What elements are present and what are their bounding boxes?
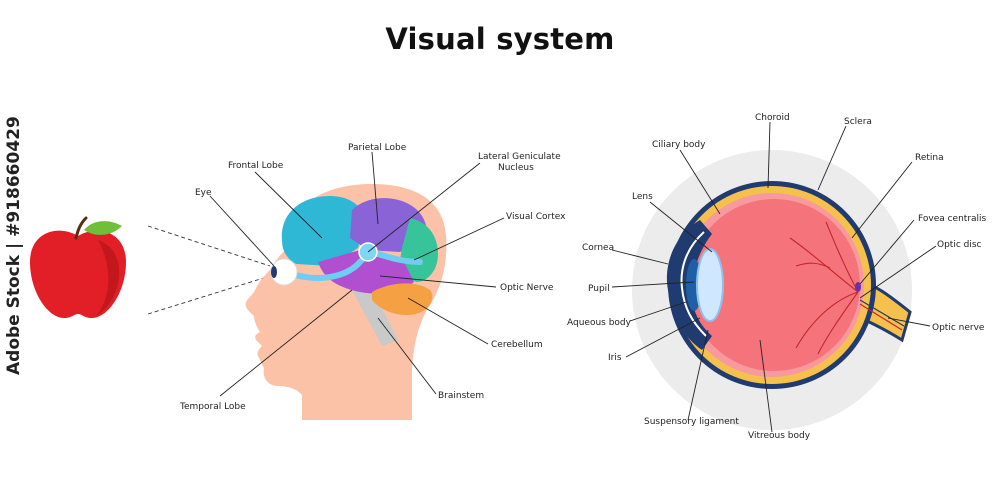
label-ciliary-body: Ciliary body — [652, 140, 706, 150]
label-lgn-line2: Nucleus — [498, 163, 534, 173]
temporal-lobe-shape — [318, 250, 414, 294]
label-optic-disc: Optic disc — [937, 240, 982, 250]
label-frontal-lobe: Frontal Lobe — [228, 161, 284, 171]
optic-nerve-fibers — [859, 299, 905, 327]
label-aqueous-body: Aqueous body — [567, 318, 632, 328]
head-leader-lines — [209, 151, 505, 397]
label-lens: Lens — [632, 192, 653, 202]
label-optic-nerve-head: Optic Nerve — [500, 283, 554, 293]
retinal-vessels — [789, 221, 859, 355]
cerebellum-shape — [372, 283, 433, 316]
label-temporal-lobe: Temporal Lobe — [179, 402, 246, 412]
vitreous-chamber — [688, 199, 860, 371]
head-pupil — [271, 266, 277, 278]
brainstem-shape — [352, 288, 398, 346]
label-vitreous-body: Vitreous body — [748, 431, 811, 441]
label-retina: Retina — [915, 153, 944, 163]
label-suspensory-ligament: Suspensory ligament — [644, 417, 739, 427]
label-brainstem: Brainstem — [438, 391, 484, 401]
label-cornea: Cornea — [582, 243, 614, 253]
label-choroid: Choroid — [755, 113, 790, 123]
lens-shape — [696, 248, 724, 322]
label-lgn-line1: Lateral Geniculate — [478, 152, 561, 162]
label-visual-cortex: Visual Cortex — [506, 212, 566, 222]
label-iris: Iris — [608, 353, 622, 363]
label-eye: Eye — [195, 188, 212, 198]
eye-cross-section — [632, 150, 912, 430]
label-optic-nerve-eye: Optic nerve — [932, 323, 985, 333]
cornea-highlight — [680, 231, 707, 337]
label-parietal-lobe: Parietal Lobe — [348, 143, 407, 153]
label-pupil: Pupil — [588, 284, 610, 294]
label-fovea-centralis: Fovea centralis — [918, 214, 987, 224]
diagram-title: Visual system — [385, 22, 615, 56]
label-cerebellum: Cerebellum — [491, 340, 543, 350]
label-sclera: Sclera — [844, 117, 872, 127]
eye-leader-lines — [611, 121, 937, 433]
head-illustration — [245, 184, 447, 420]
frontal-lobe-shape — [281, 196, 366, 266]
sight-line-bottom — [147, 275, 271, 315]
fovea-dot — [855, 282, 861, 292]
apple-illustration — [30, 216, 126, 318]
sight-line-top — [147, 225, 271, 267]
occipital-lobe-shape — [398, 218, 438, 282]
